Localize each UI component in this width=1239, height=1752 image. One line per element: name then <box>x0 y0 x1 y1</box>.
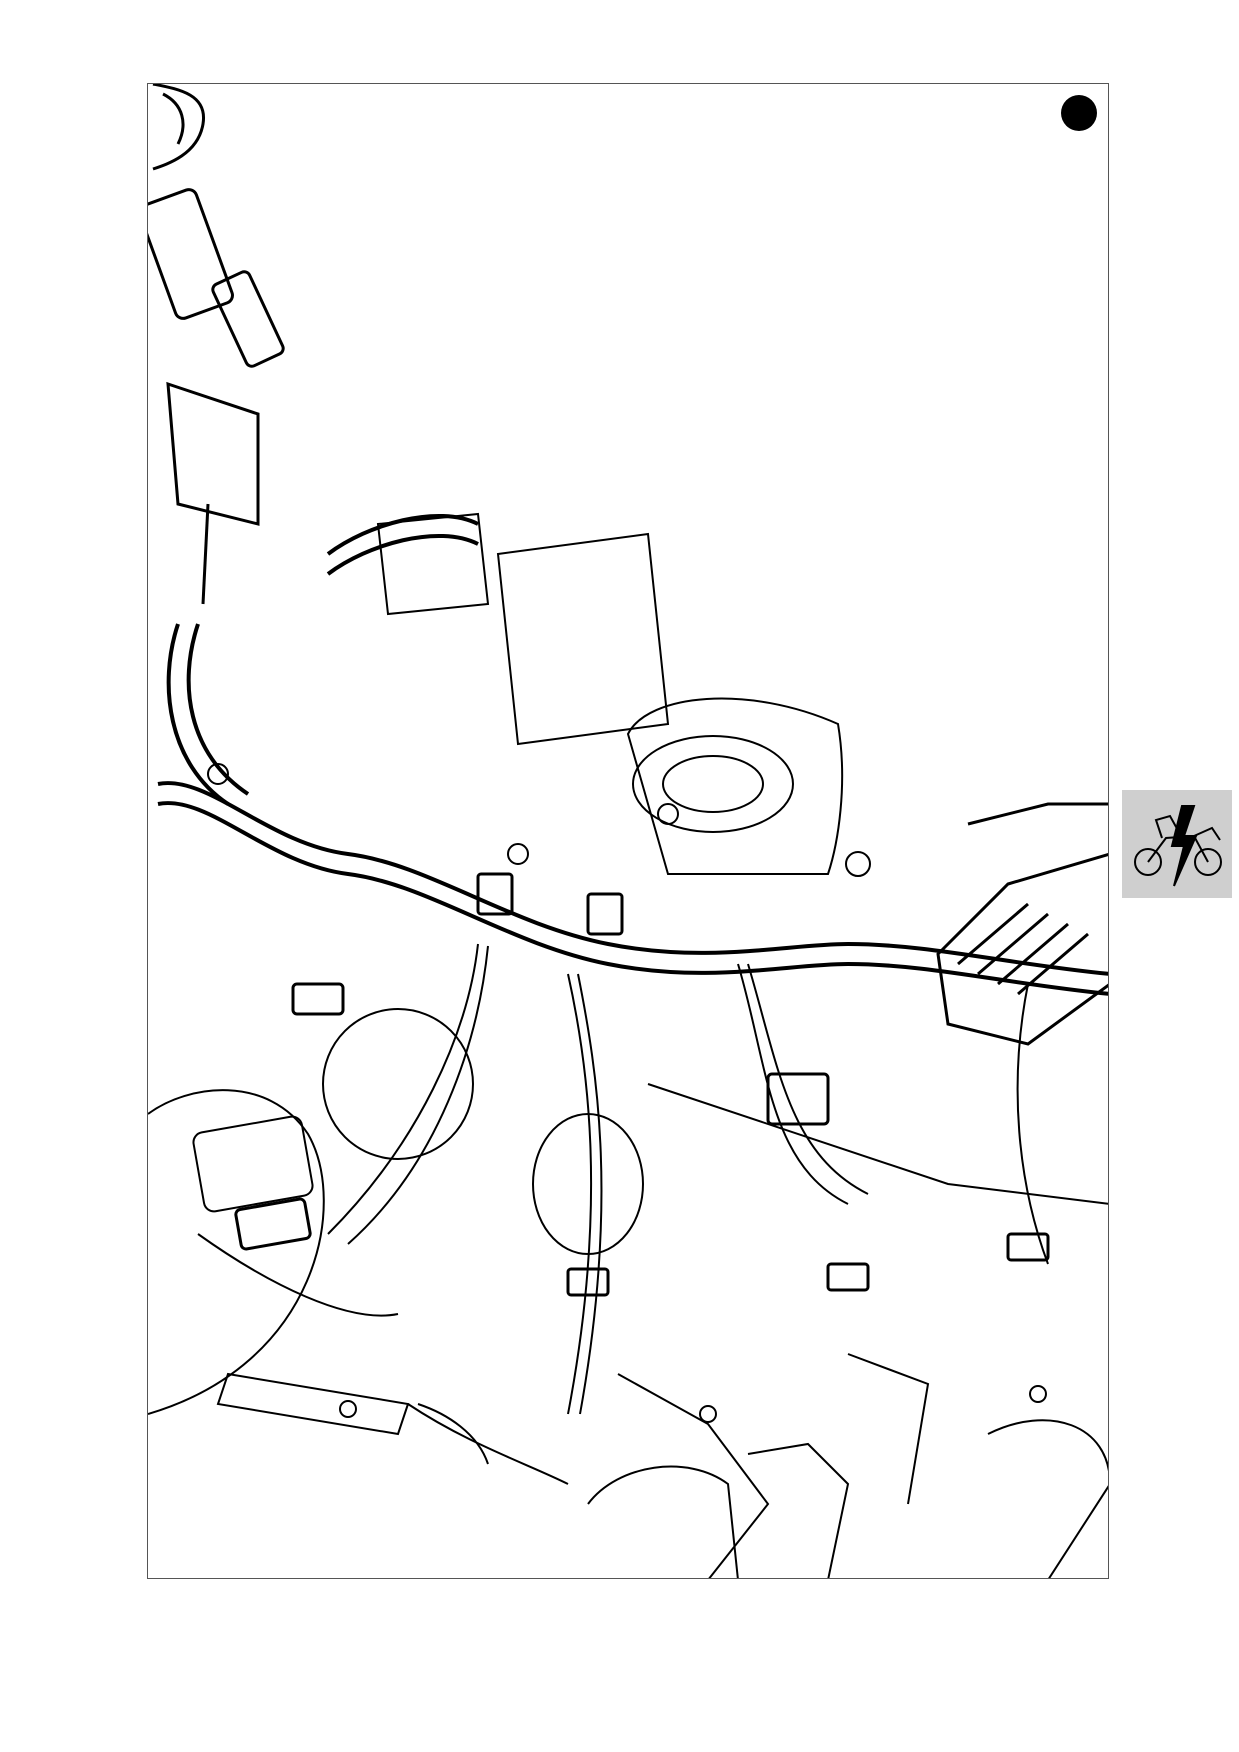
wiring-harness-illustration <box>148 84 1108 1578</box>
connectors <box>234 872 1050 1297</box>
section-tab[interactable] <box>1122 790 1232 898</box>
engine-and-frame <box>148 1008 1108 1578</box>
page-marker-dot <box>1061 95 1097 131</box>
motorcycle-electrical-icon <box>1134 805 1222 887</box>
illustration-frame <box>147 83 1109 1579</box>
bolts <box>207 763 1047 1423</box>
ignition-switch-assembly <box>148 84 285 605</box>
fuse-box <box>936 802 1108 1046</box>
battery-and-airbox <box>376 512 844 875</box>
secondary-wires <box>197 943 1049 1485</box>
